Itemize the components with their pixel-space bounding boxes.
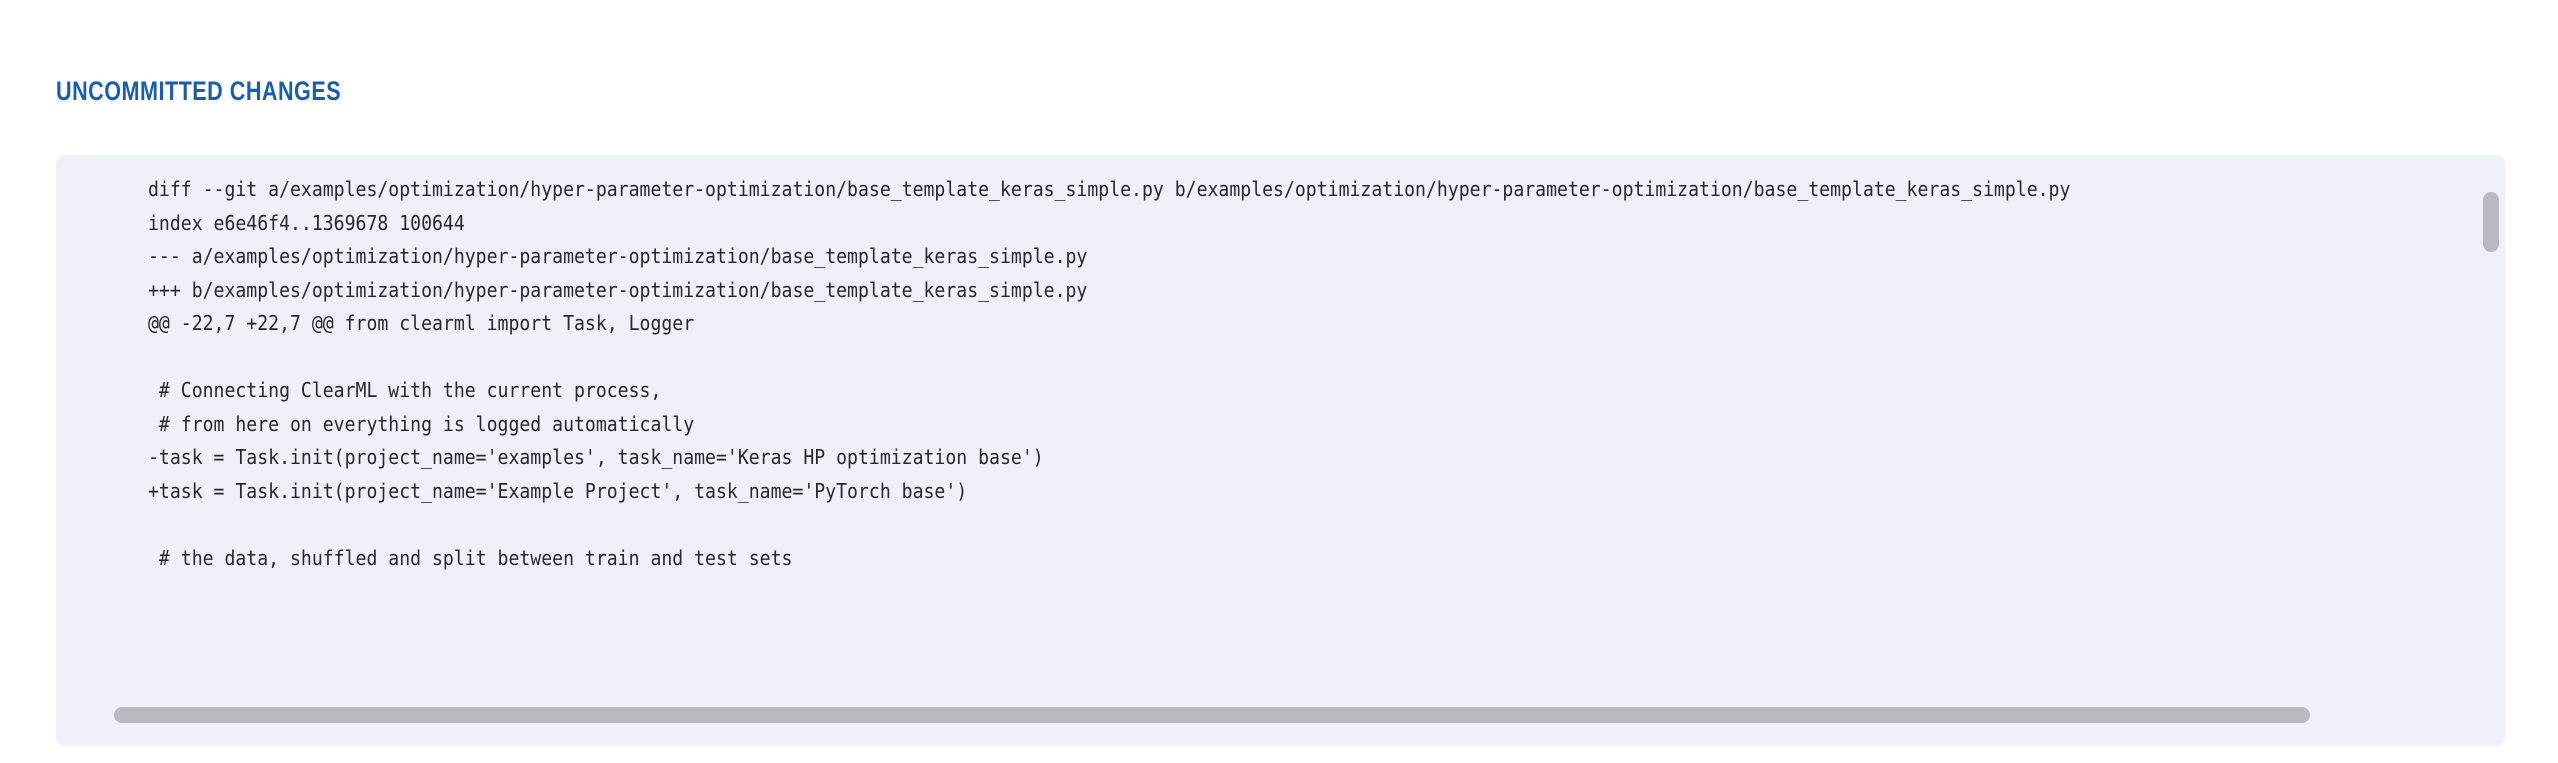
diff-panel: diff --git a/examples/optimization/hyper… [56,155,2505,746]
diff-line: +task = Task.init(project_name='Example … [148,478,968,503]
diff-line: --- a/examples/optimization/hyper-parame… [148,244,1088,268]
vertical-scrollbar-track[interactable] [2482,155,2500,746]
page-title: UNCOMMITTED CHANGES [56,76,342,106]
horizontal-scrollbar-thumb[interactable] [114,707,2310,723]
diff-line: # Connecting ClearML with the current pr… [148,378,662,402]
diff-line: +++ b/examples/optimization/hyper-parame… [148,277,1088,302]
diff-code-block: diff --git a/examples/optimization/hyper… [148,173,2070,575]
diff-line: diff --git a/examples/optimization/hyper… [148,177,2071,201]
vertical-scrollbar-thumb[interactable] [2483,192,2499,252]
diff-line: # from here on everything is logged auto… [148,411,695,436]
diff-scroll-region[interactable]: diff --git a/examples/optimization/hyper… [56,155,2505,746]
diff-line: index e6e46f4..1369678 100644 [148,210,465,235]
horizontal-scrollbar-track[interactable] [56,706,2505,724]
diff-line: # the data, shuffled and split between t… [148,545,793,570]
diff-line: @@ -22,7 +22,7 @@ from clearml import Ta… [148,311,695,335]
diff-line: -task = Task.init(project_name='examples… [148,445,1044,469]
diff-line [148,341,2070,375]
diff-line [148,508,2070,542]
